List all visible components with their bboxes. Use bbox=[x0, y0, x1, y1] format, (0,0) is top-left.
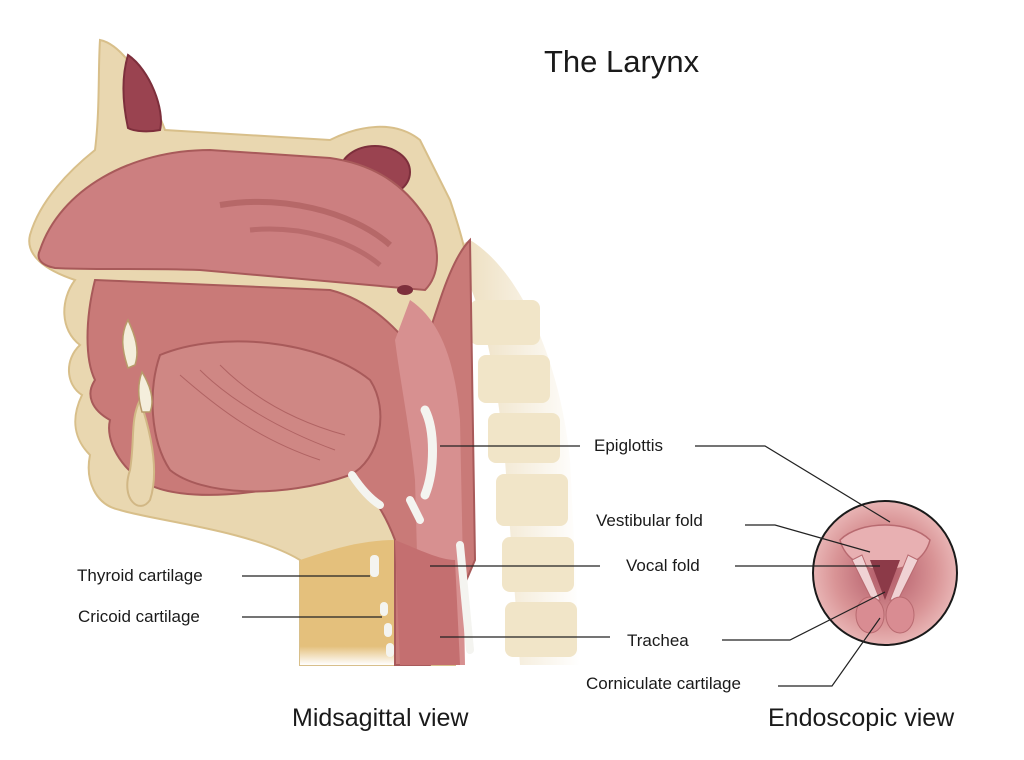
leader-lines bbox=[242, 445, 891, 687]
label-trachea: Trachea bbox=[627, 631, 689, 650]
label-thyroid-cartilage: Thyroid cartilage bbox=[77, 566, 203, 585]
label-vestibular-fold: Vestibular fold bbox=[596, 511, 703, 530]
leader-trachea-right bbox=[722, 591, 886, 641]
oral-pharynx bbox=[86, 237, 477, 666]
diagram-title: The Larynx bbox=[544, 44, 700, 79]
nasal-cavity bbox=[37, 148, 438, 292]
leader-vestibular-fold bbox=[745, 524, 871, 553]
leader-epiglottis-right bbox=[695, 445, 891, 523]
endoscopic-view-diagram bbox=[812, 500, 958, 646]
laryngeal-cartilages bbox=[348, 405, 474, 657]
caption-endoscopic-view: Endoscopic view bbox=[768, 704, 955, 732]
label-epiglottis: Epiglottis bbox=[594, 436, 663, 455]
cervical-spine bbox=[450, 240, 580, 665]
label-cricoid-cartilage: Cricoid cartilage bbox=[78, 607, 200, 626]
leader-corniculate bbox=[778, 617, 881, 687]
label-corniculate-cartilage: Corniculate cartilage bbox=[586, 674, 741, 693]
caption-midsagittal-view: Midsagittal view bbox=[292, 704, 469, 732]
label-vocal-fold: Vocal fold bbox=[626, 556, 700, 575]
mandible bbox=[122, 318, 156, 507]
